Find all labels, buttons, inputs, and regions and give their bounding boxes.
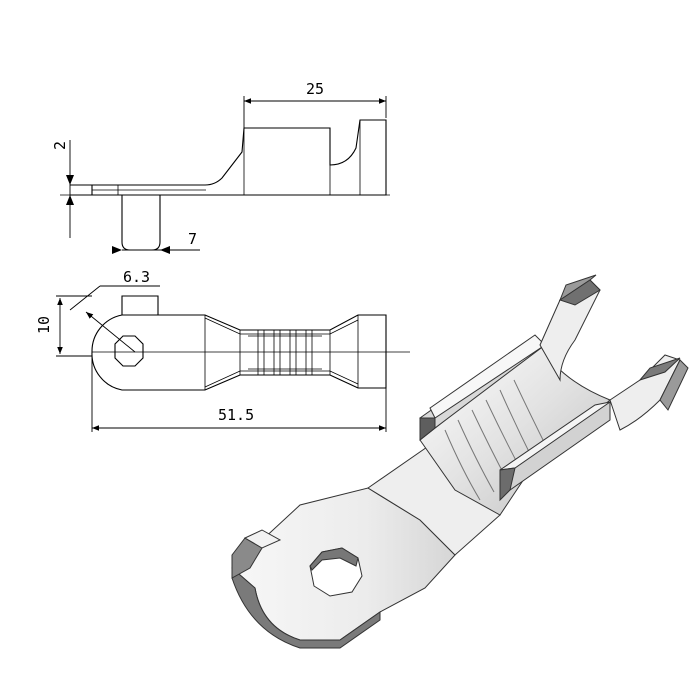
dim-label-2: 2 xyxy=(51,141,69,150)
top-view xyxy=(91,295,410,391)
dimension-10: 10 xyxy=(35,295,92,357)
dim-label-51-5: 51.5 xyxy=(218,406,254,424)
dim-label-6-3: 6.3 xyxy=(123,268,150,286)
dimension-6-3: 6.3 xyxy=(69,268,160,353)
serrations xyxy=(248,330,322,375)
side-view xyxy=(60,119,390,251)
hex-hole xyxy=(114,335,144,367)
dim-label-25: 25 xyxy=(306,80,324,98)
dimension-7: 7 xyxy=(112,230,200,254)
dimension-25: 25 xyxy=(243,80,387,128)
dim-label-7: 7 xyxy=(188,230,197,248)
dim-label-10: 10 xyxy=(35,316,53,334)
dimension-2: 2 xyxy=(51,140,92,238)
dimension-51-5: 51.5 xyxy=(91,356,387,432)
isometric-view xyxy=(231,274,689,649)
